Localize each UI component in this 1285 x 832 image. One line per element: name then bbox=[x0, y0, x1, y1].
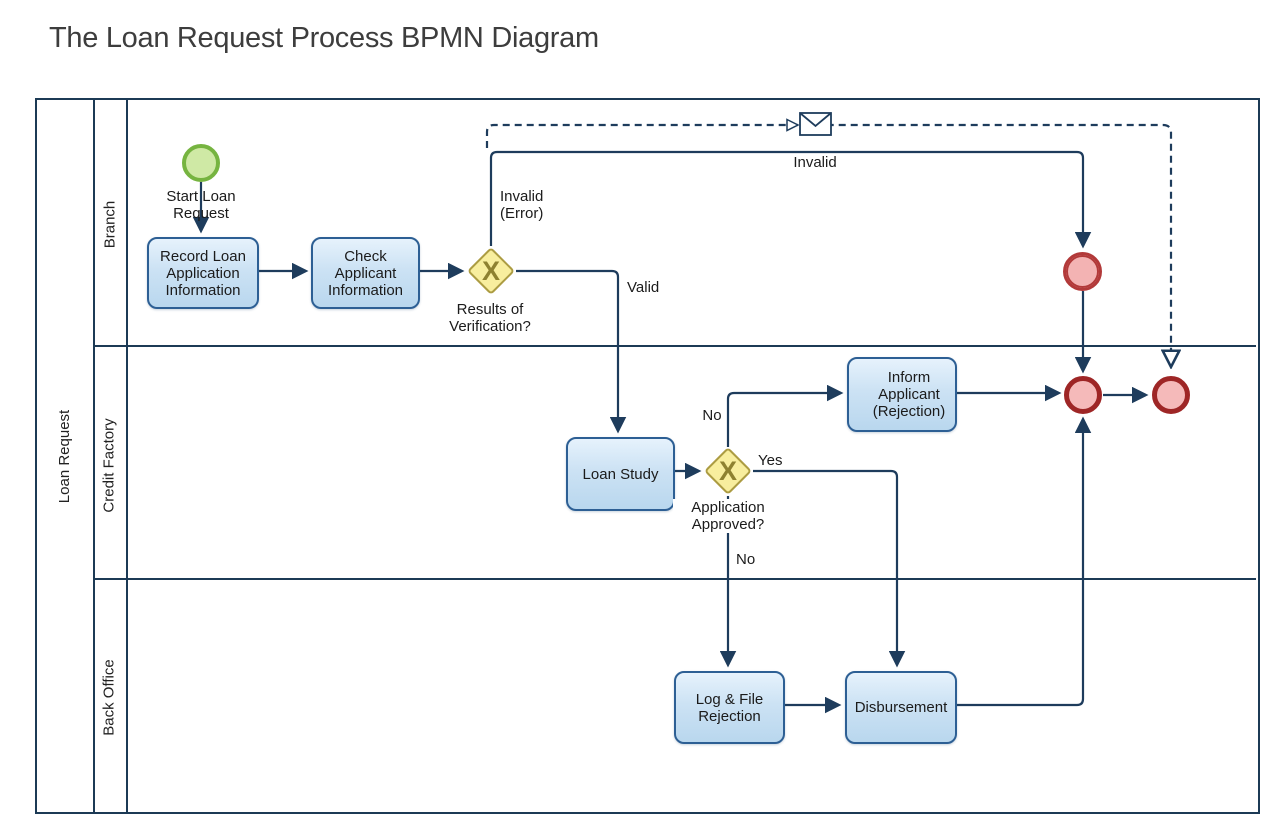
task-check-applicant-label: Check Applicant Information bbox=[327, 247, 404, 299]
edge-label-no-down: No bbox=[736, 551, 756, 568]
edge-label-invalid: Invalid bbox=[793, 154, 837, 171]
task-loan-study-label: Loan Study bbox=[582, 465, 659, 483]
task-log-file-rejection-label: Log & File Rejection bbox=[695, 690, 764, 725]
intermediate-error-event[interactable] bbox=[1063, 252, 1102, 291]
open-arrow-icon bbox=[786, 118, 800, 132]
edge-label-valid: Valid bbox=[627, 279, 660, 296]
flow-yes-to-disbursement bbox=[753, 469, 906, 668]
edge-label-invalid-error: Invalid (Error) bbox=[500, 188, 544, 222]
task-check-applicant[interactable]: Check Applicant Information bbox=[311, 237, 420, 309]
task-inform-applicant[interactable]: Inform Applicant (Rejection) bbox=[847, 357, 957, 432]
end-event-message[interactable] bbox=[1152, 376, 1190, 414]
task-disbursement[interactable]: Disbursement bbox=[845, 671, 957, 744]
flow-no-to-inform-applicant bbox=[726, 384, 844, 447]
pool-header: Loan Request bbox=[35, 98, 95, 814]
task-disbursement-label: Disbursement bbox=[854, 699, 948, 716]
edge-label-yes: Yes bbox=[758, 452, 783, 469]
task-record-loan[interactable]: Record Loan Application Information bbox=[147, 237, 259, 309]
gateway-approval-x: X bbox=[718, 456, 737, 486]
lane-divider-credit-back bbox=[93, 578, 1256, 580]
start-event[interactable] bbox=[182, 144, 220, 182]
start-event-label: Start Loan Request bbox=[166, 188, 236, 222]
gateway-approval-label: Application Approved? bbox=[673, 499, 783, 533]
gateway-verification-x: X bbox=[481, 256, 500, 286]
task-record-loan-label: Record Loan Application Information bbox=[160, 247, 246, 299]
task-inform-applicant-label: Inform Applicant (Rejection) bbox=[872, 369, 946, 420]
flow-disbursement-to-end bbox=[953, 416, 1092, 707]
lane-label-column: Branch Credit Factory Back Office bbox=[93, 98, 128, 814]
message-flow-envelope-group bbox=[786, 112, 832, 136]
edge-label-no-up: No bbox=[702, 407, 722, 424]
task-loan-study[interactable]: Loan Study bbox=[566, 437, 675, 511]
flow-invalid-to-error-event bbox=[489, 150, 1092, 249]
flow-valid-to-loan-study bbox=[516, 269, 627, 434]
task-log-file-rejection[interactable]: Log & File Rejection bbox=[674, 671, 785, 744]
error-event-inner-ring bbox=[1066, 255, 1099, 288]
gateway-verification-label: Results of Verification? bbox=[449, 301, 531, 335]
end-event-main[interactable] bbox=[1064, 376, 1102, 414]
page-title: The Loan Request Process BPMN Diagram bbox=[49, 22, 599, 54]
lane-divider-branch-credit bbox=[93, 345, 1256, 347]
